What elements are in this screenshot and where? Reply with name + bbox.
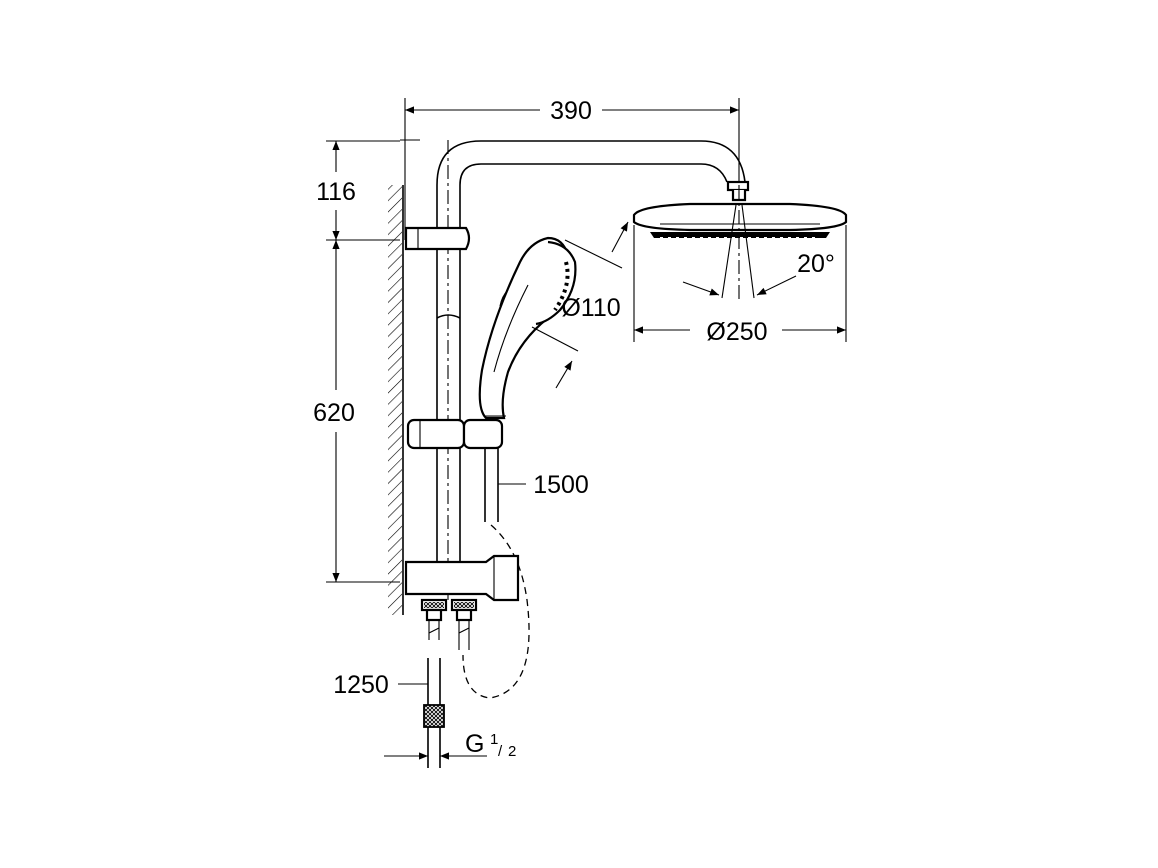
width-dimension: 390	[404, 97, 740, 240]
angle-dimension: 20°	[682, 204, 835, 299]
hand-diameter-label: Ø110	[561, 294, 620, 322]
thread-fraction-slash: /	[498, 743, 503, 760]
slider-holder	[406, 418, 504, 450]
width-dimension-label: 390	[550, 97, 592, 125]
supply-hose-label: 1250	[333, 671, 389, 699]
hand-diameter-dimension: Ø110	[531, 221, 629, 389]
bottom-bracket	[404, 554, 520, 650]
top-wall-bracket	[404, 226, 471, 319]
thread-numerator: 1	[490, 731, 498, 748]
thread-dimension: G 1 / 2	[384, 730, 516, 760]
head-diameter-dimension: Ø250	[633, 225, 847, 346]
angle-label: 20°	[797, 250, 835, 278]
hand-shower	[478, 236, 577, 420]
thread-denominator: 2	[508, 743, 516, 760]
supply-hose: 1250	[333, 658, 445, 768]
riser-pipe	[400, 139, 746, 600]
head-shower	[632, 180, 848, 300]
shower-hose: 1500	[462, 448, 589, 699]
bar-height-label: 620	[313, 399, 355, 427]
arm-height-label: 116	[316, 178, 356, 206]
thread-label: G	[465, 730, 484, 758]
shower-hose-label: 1500	[533, 471, 589, 499]
height-dimensions: 116 620	[313, 140, 400, 583]
head-diameter-label: Ø250	[706, 318, 767, 346]
wall	[388, 185, 404, 615]
